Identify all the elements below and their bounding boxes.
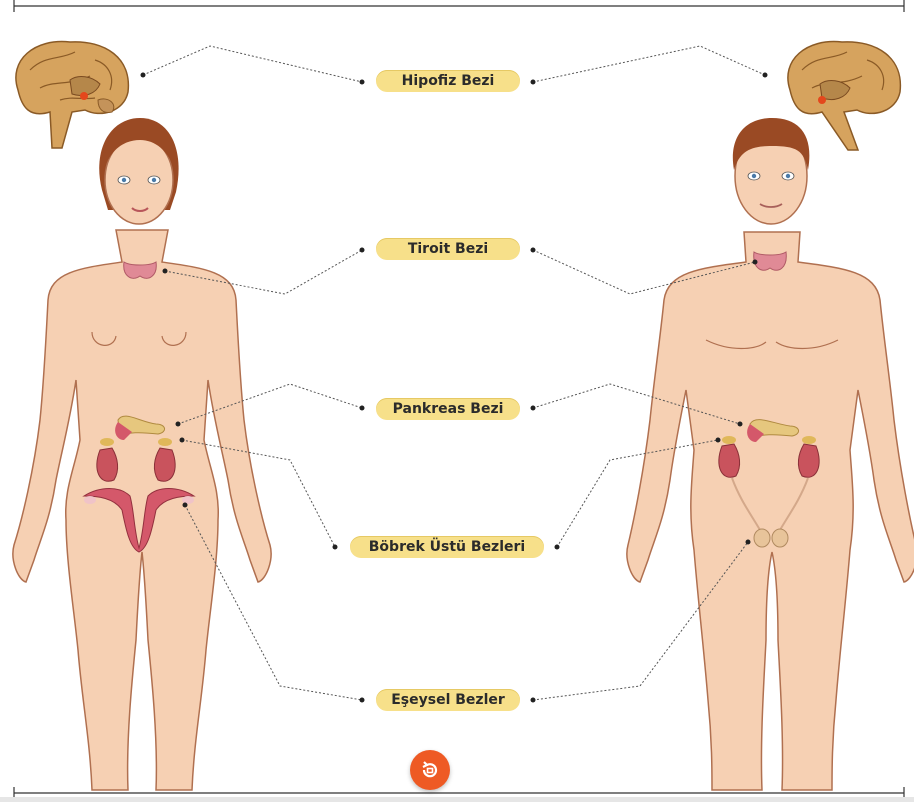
bottom-bar <box>0 797 914 802</box>
leader-dots <box>140 72 768 703</box>
label-gonads: Eşeysel Bezler <box>376 689 520 711</box>
label-thyroid: Tiroit Bezi <box>376 238 520 260</box>
frame-lines <box>13 0 905 799</box>
label-adrenal: Böbrek Üstü Bezleri <box>350 536 544 558</box>
male-figure <box>626 118 914 791</box>
leader-lines <box>142 45 766 701</box>
refresh-icon <box>422 761 438 778</box>
label-pancreas: Pankreas Bezi <box>376 398 520 420</box>
brain-left-icon <box>15 40 130 149</box>
female-figure <box>12 118 272 791</box>
label-hypophysis: Hipofiz Bezi <box>376 70 520 92</box>
refresh-button[interactable] <box>410 750 450 790</box>
brain-right-icon <box>787 40 902 151</box>
